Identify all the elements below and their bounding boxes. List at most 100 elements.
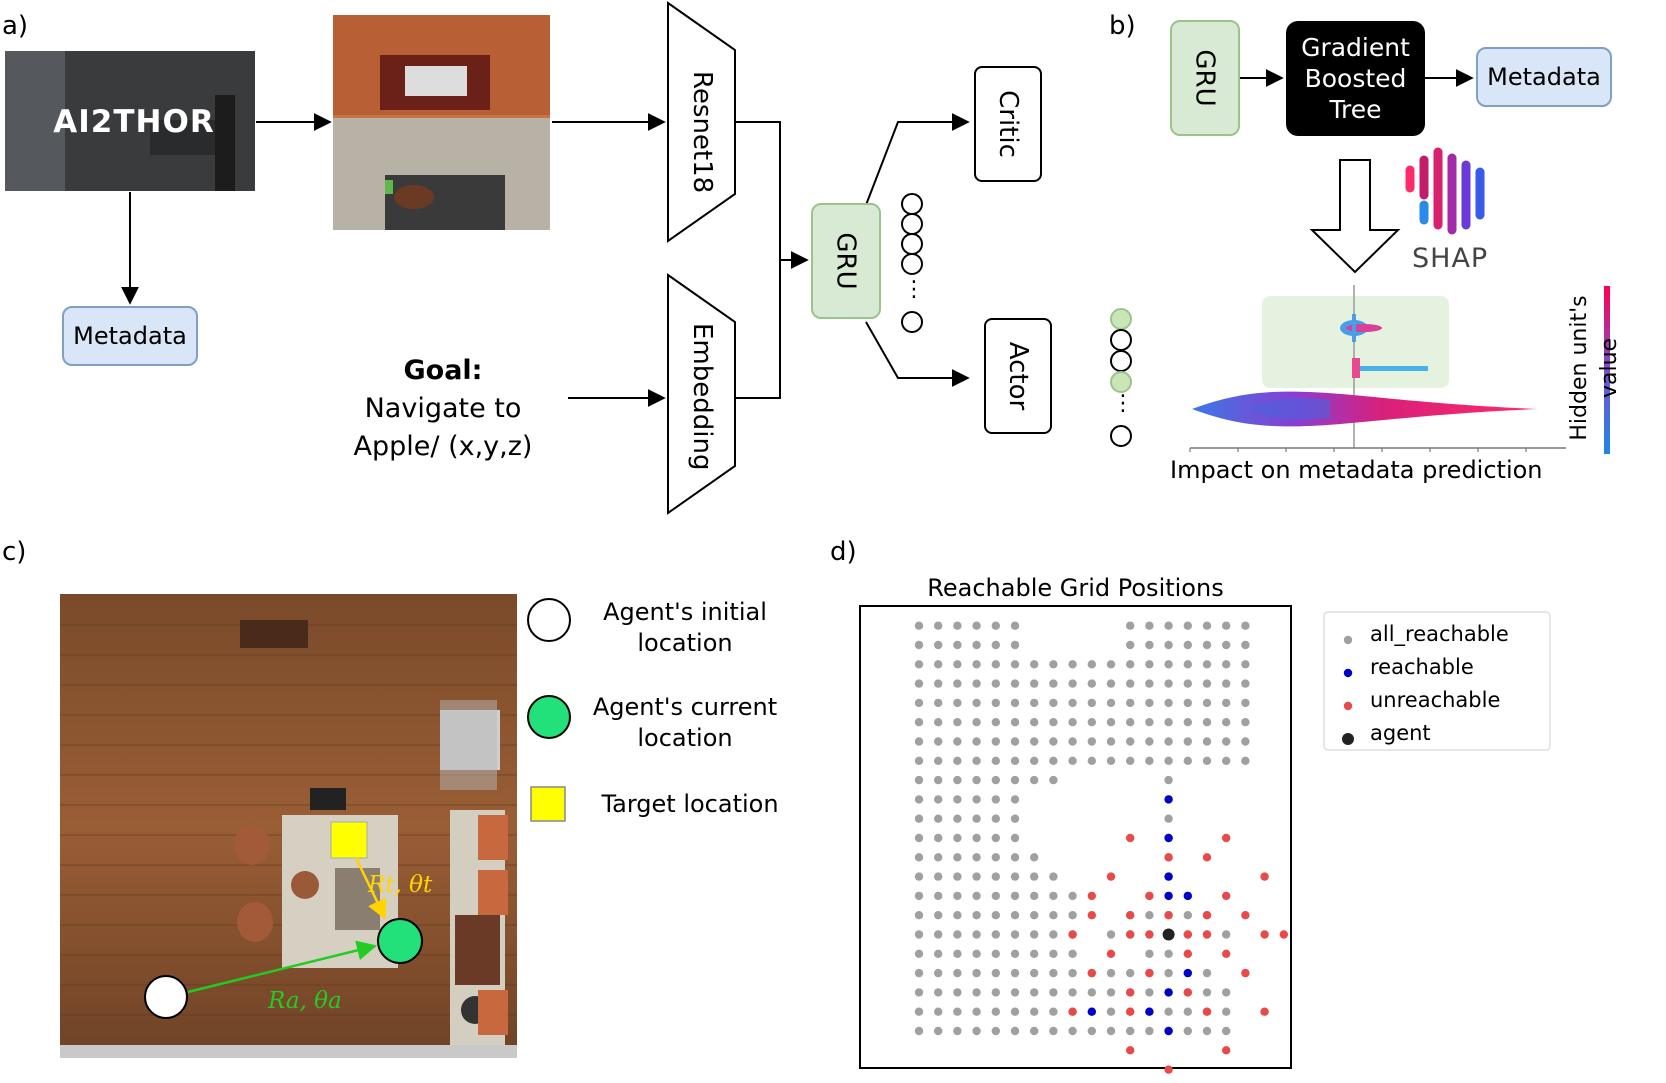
point-all_reachable — [991, 775, 1000, 785]
gru-label-a: GRU — [831, 232, 861, 290]
point-unreachable — [1087, 911, 1097, 920]
point-all_reachable — [972, 911, 981, 920]
point-all_reachable — [972, 853, 981, 862]
ellipsis-b: ⋮ — [1112, 391, 1134, 416]
point-all_reachable — [1068, 949, 1077, 958]
agent-initial-marker — [144, 975, 188, 1019]
point-unreachable — [1145, 968, 1154, 978]
point-all_reachable — [1183, 1026, 1193, 1036]
point-all_reachable — [1010, 795, 1020, 804]
point-all_reachable — [953, 621, 962, 630]
point-reachable — [1164, 795, 1173, 804]
point-all_reachable — [1241, 756, 1250, 765]
point-all_reachable — [1030, 853, 1039, 862]
point-all_reachable — [1049, 872, 1058, 881]
point-reachable — [1164, 891, 1173, 901]
point-all_reachable — [1010, 698, 1020, 708]
point-all_reachable — [953, 737, 962, 746]
point-all_reachable — [1010, 911, 1020, 920]
point-all_reachable — [1068, 737, 1077, 746]
point-all_reachable — [991, 640, 1000, 650]
actor-box: Actor — [984, 318, 1052, 434]
point-all_reachable — [1126, 756, 1135, 765]
point-all_reachable — [1126, 679, 1135, 688]
point-all_reachable — [1164, 737, 1173, 746]
point-all_reachable — [953, 640, 962, 650]
point-all_reachable — [1202, 1026, 1212, 1036]
point-all_reachable — [1106, 737, 1116, 746]
point-all_reachable — [1087, 756, 1097, 765]
shap-ticks — [1189, 448, 1527, 452]
point-all_reachable — [1010, 718, 1020, 727]
ellipsis-a: ⋮ — [903, 277, 925, 302]
point-all_reachable — [934, 930, 943, 939]
point-all_reachable — [1145, 1026, 1154, 1036]
point-all_reachable — [1087, 660, 1097, 669]
point-reachable — [1145, 1007, 1154, 1016]
point-all_reachable — [1030, 949, 1039, 958]
point-all_reachable — [1126, 1026, 1135, 1036]
point-all_reachable — [1202, 737, 1212, 746]
point-all_reachable — [1106, 660, 1116, 669]
legend-current-line-1: Agent's current — [592, 693, 778, 721]
legend-marker-unreachable — [1343, 701, 1353, 711]
point-all_reachable — [914, 1026, 924, 1036]
point-unreachable — [1183, 988, 1193, 997]
gbt-line-3: Tree — [1329, 95, 1382, 124]
point-all_reachable — [972, 679, 981, 688]
point-all_reachable — [1049, 737, 1058, 746]
point-all_reachable — [934, 795, 943, 804]
point-unreachable — [1222, 891, 1231, 901]
point-unreachable — [1260, 1007, 1269, 1016]
point-all_reachable — [1087, 737, 1097, 746]
gru-box-a: GRU — [811, 203, 881, 319]
point-unreachable — [1164, 853, 1173, 862]
point-all_reachable — [934, 737, 943, 746]
point-all_reachable — [991, 949, 1000, 958]
point-all_reachable — [1106, 756, 1116, 765]
point-all_reachable — [972, 891, 981, 901]
scatter-points — [914, 621, 1289, 1074]
point-all_reachable — [934, 853, 943, 862]
point-unreachable — [1068, 930, 1077, 939]
point-all_reachable — [914, 891, 924, 901]
point-all_reachable — [1030, 968, 1039, 978]
point-all_reachable — [1049, 775, 1058, 785]
legend-initial-text: Agent's initial location — [580, 597, 790, 659]
point-all_reachable — [991, 737, 1000, 746]
point-all_reachable — [914, 737, 924, 746]
goal-line-1: Navigate to — [364, 393, 522, 424]
point-all_reachable — [1145, 737, 1154, 746]
point-all_reachable — [914, 988, 924, 997]
point-all_reachable — [991, 833, 1000, 843]
point-all_reachable — [972, 949, 981, 958]
point-all_reachable — [934, 775, 943, 785]
point-all_reachable — [1087, 698, 1097, 708]
point-all_reachable — [1222, 930, 1231, 939]
point-all_reachable — [914, 660, 924, 669]
point-unreachable — [1279, 930, 1289, 939]
point-all_reachable — [1030, 718, 1039, 727]
legend-label-all_reachable: all_reachable — [1370, 622, 1509, 646]
point-all_reachable — [1010, 853, 1020, 862]
gbt-line-1: Gradient — [1301, 33, 1410, 62]
point-all_reachable — [1126, 718, 1135, 727]
point-all_reachable — [1164, 968, 1173, 978]
point-all_reachable — [1164, 698, 1173, 708]
point-all_reachable — [1068, 756, 1077, 765]
legend-current-line-2: location — [637, 724, 733, 752]
point-all_reachable — [914, 968, 924, 978]
point-all_reachable — [1010, 679, 1020, 688]
point-all_reachable — [914, 930, 924, 939]
point-all_reachable — [914, 872, 924, 881]
critic-box: Critic — [974, 66, 1042, 182]
legend-marker-reachable — [1343, 668, 1353, 678]
point-all_reachable — [1202, 621, 1212, 630]
ai2thor-logo: AI2THOR — [53, 104, 215, 140]
point-all_reachable — [934, 988, 943, 997]
point-all_reachable — [991, 968, 1000, 978]
shap-logo-icon — [1405, 147, 1485, 235]
point-unreachable — [1241, 968, 1250, 978]
